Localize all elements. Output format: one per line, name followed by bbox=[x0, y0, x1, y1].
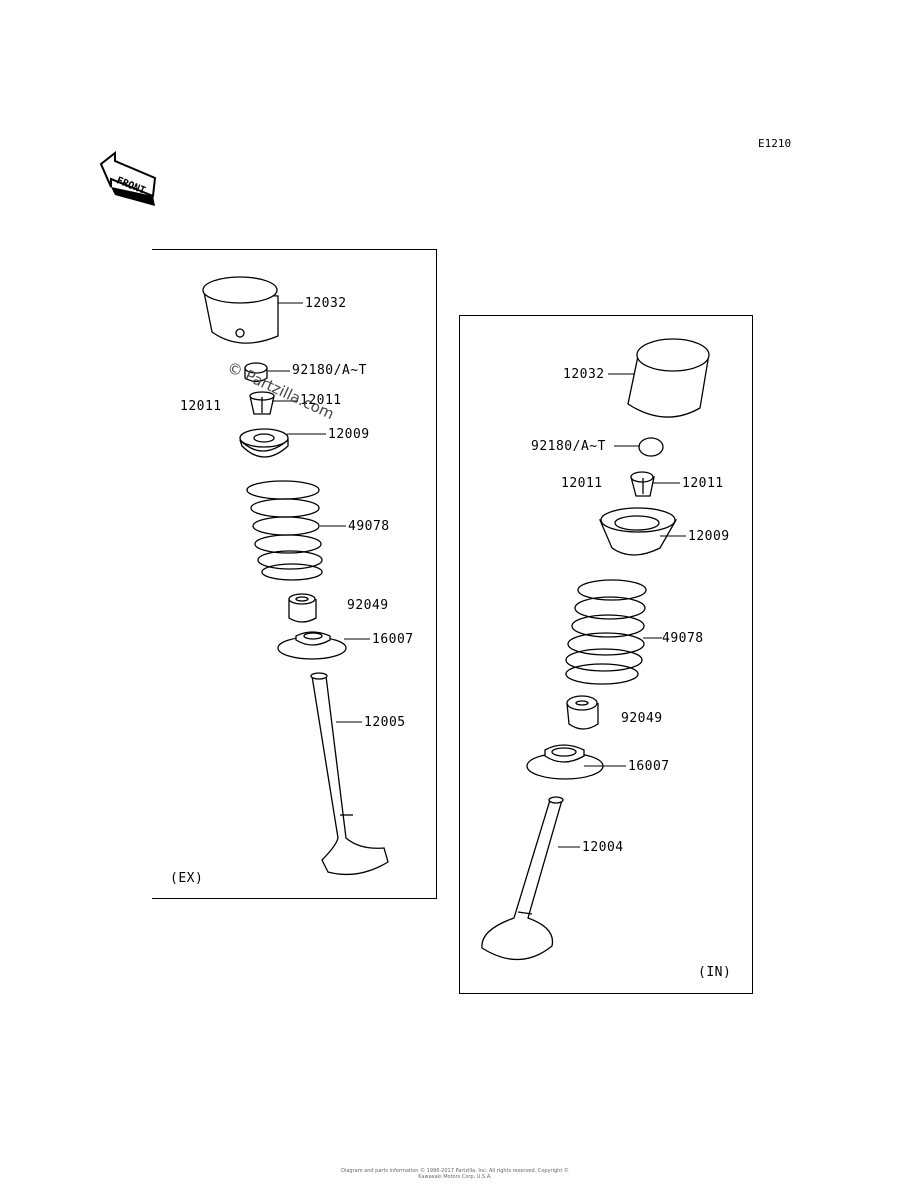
label-in-cotter-left: 12011 bbox=[561, 476, 603, 491]
diagram-code: E1210 bbox=[758, 137, 792, 150]
label-in-retainer: 12009 bbox=[688, 529, 730, 544]
in-stem-seal-icon bbox=[566, 695, 599, 730]
label-in-tag: (IN) bbox=[698, 965, 732, 980]
label-in-seat: 16007 bbox=[628, 759, 670, 774]
intake-panel bbox=[459, 315, 753, 994]
label-in-shim: 92180/A~T bbox=[531, 439, 606, 454]
in-spring-icon bbox=[565, 579, 647, 685]
leader-lines bbox=[268, 302, 686, 848]
label-ex-lifter: 12032 bbox=[305, 296, 347, 311]
in-cotter-icon bbox=[630, 471, 655, 497]
label-ex-retainer: 12009 bbox=[328, 427, 370, 442]
exhaust-panel bbox=[152, 249, 437, 899]
label-in-seal: 92049 bbox=[621, 711, 663, 726]
label-in-valve: 12004 bbox=[582, 840, 624, 855]
in-valve-icon bbox=[481, 796, 564, 961]
label-ex-tag: (EX) bbox=[170, 871, 204, 886]
footer-copyright: Diagram and parts information © 1996-201… bbox=[341, 1168, 569, 1180]
in-lifter-icon bbox=[627, 338, 710, 418]
ex-cotter-icon bbox=[249, 391, 275, 415]
ex-valve-icon bbox=[310, 672, 389, 876]
ex-stem-seal-icon bbox=[288, 593, 317, 623]
label-ex-seal: 92049 bbox=[347, 598, 389, 613]
ex-retainer-icon bbox=[239, 428, 289, 458]
label-in-lifter: 12032 bbox=[563, 367, 605, 382]
in-retainer-icon bbox=[599, 507, 678, 556]
label-in-cotter-right: 12011 bbox=[682, 476, 724, 491]
ex-spring-icon bbox=[246, 480, 323, 581]
label-ex-cotter-right: 12011 bbox=[300, 393, 342, 408]
ex-spring-seat-icon bbox=[277, 631, 347, 660]
in-spring-seat-icon bbox=[526, 744, 604, 780]
label-ex-spring: 49078 bbox=[348, 519, 390, 534]
label-ex-seat: 16007 bbox=[372, 632, 414, 647]
label-ex-shim: 92180/A~T bbox=[292, 363, 367, 378]
in-shim-icon bbox=[638, 437, 664, 457]
ex-shim-icon bbox=[244, 362, 268, 383]
front-arrow-icon: FRONT bbox=[99, 150, 157, 206]
label-ex-cotter-left: 12011 bbox=[180, 399, 222, 414]
label-in-spring: 49078 bbox=[662, 631, 704, 646]
label-ex-valve: 12005 bbox=[364, 715, 406, 730]
ex-lifter-icon bbox=[202, 276, 279, 344]
